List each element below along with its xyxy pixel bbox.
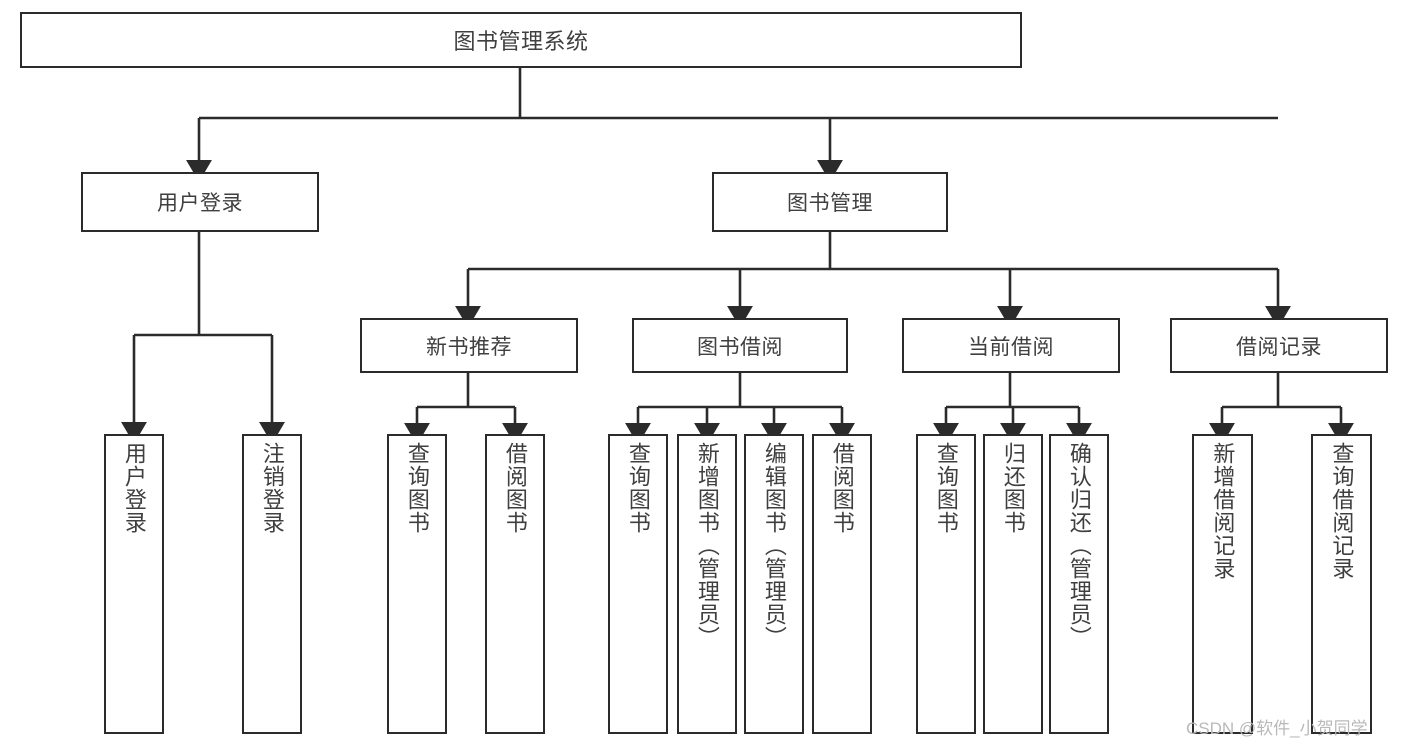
node-new-book-recommend[interactable]: 新书推荐 [360, 318, 578, 373]
node-leaf-borrow-book-1[interactable]: 借阅图书 [485, 434, 545, 734]
node-leaf-add-record[interactable]: 新增借阅记录 [1192, 434, 1253, 734]
node-leaf-query-book-3[interactable]: 查询图书 [916, 434, 976, 734]
node-leaf-edit-book-label: 编辑图书（管理员） [761, 442, 787, 649]
node-leaf-query-book-2[interactable]: 查询图书 [608, 434, 668, 734]
node-leaf-return-book[interactable]: 归还图书 [983, 434, 1043, 734]
node-leaf-confirm-return[interactable]: 确认归还（管理员） [1049, 434, 1109, 734]
node-book-manage[interactable]: 图书管理 [712, 172, 948, 232]
node-leaf-query-record[interactable]: 查询借阅记录 [1311, 434, 1372, 734]
node-leaf-query-book-1[interactable]: 查询图书 [387, 434, 447, 734]
node-leaf-query-book-3-label: 查询图书 [933, 442, 959, 534]
node-leaf-query-book-1-label: 查询图书 [404, 442, 430, 534]
node-leaf-add-book-label: 新增图书（管理员） [694, 442, 720, 649]
node-leaf-user-login-label: 用户登录 [121, 442, 147, 534]
node-leaf-confirm-return-label: 确认归还（管理员） [1066, 442, 1092, 649]
node-leaf-borrow-book-1-label: 借阅图书 [502, 442, 528, 534]
node-leaf-add-record-label: 新增借阅记录 [1210, 442, 1236, 580]
node-borrow-record-label: 借阅记录 [1236, 335, 1322, 359]
node-book-borrow-label: 图书借阅 [697, 335, 783, 359]
node-leaf-add-book[interactable]: 新增图书（管理员） [677, 434, 737, 734]
node-user-login-label: 用户登录 [157, 192, 243, 215]
node-leaf-logout[interactable]: 注销登录 [242, 434, 302, 734]
node-leaf-logout-label: 注销登录 [259, 442, 285, 534]
node-leaf-return-book-label: 归还图书 [1000, 442, 1026, 534]
node-current-borrow-label: 当前借阅 [968, 335, 1054, 359]
node-leaf-query-book-2-label: 查询图书 [625, 442, 651, 534]
node-root-label: 图书管理系统 [453, 29, 589, 54]
node-leaf-borrow-book-2[interactable]: 借阅图书 [812, 434, 872, 734]
node-book-borrow[interactable]: 图书借阅 [632, 318, 848, 373]
watermark: CSDN @软件_小贺同学 [1186, 719, 1368, 738]
node-new-book-recommend-label: 新书推荐 [426, 335, 512, 359]
node-leaf-edit-book[interactable]: 编辑图书（管理员） [744, 434, 804, 734]
node-leaf-user-login[interactable]: 用户登录 [104, 434, 164, 734]
node-current-borrow[interactable]: 当前借阅 [902, 318, 1120, 373]
node-leaf-borrow-book-2-label: 借阅图书 [829, 442, 855, 534]
node-user-login[interactable]: 用户登录 [81, 172, 319, 232]
node-root[interactable]: 图书管理系统 [20, 12, 1022, 68]
node-leaf-query-record-label: 查询借阅记录 [1329, 442, 1355, 580]
node-borrow-record[interactable]: 借阅记录 [1170, 318, 1388, 373]
node-book-manage-label: 图书管理 [787, 192, 873, 215]
